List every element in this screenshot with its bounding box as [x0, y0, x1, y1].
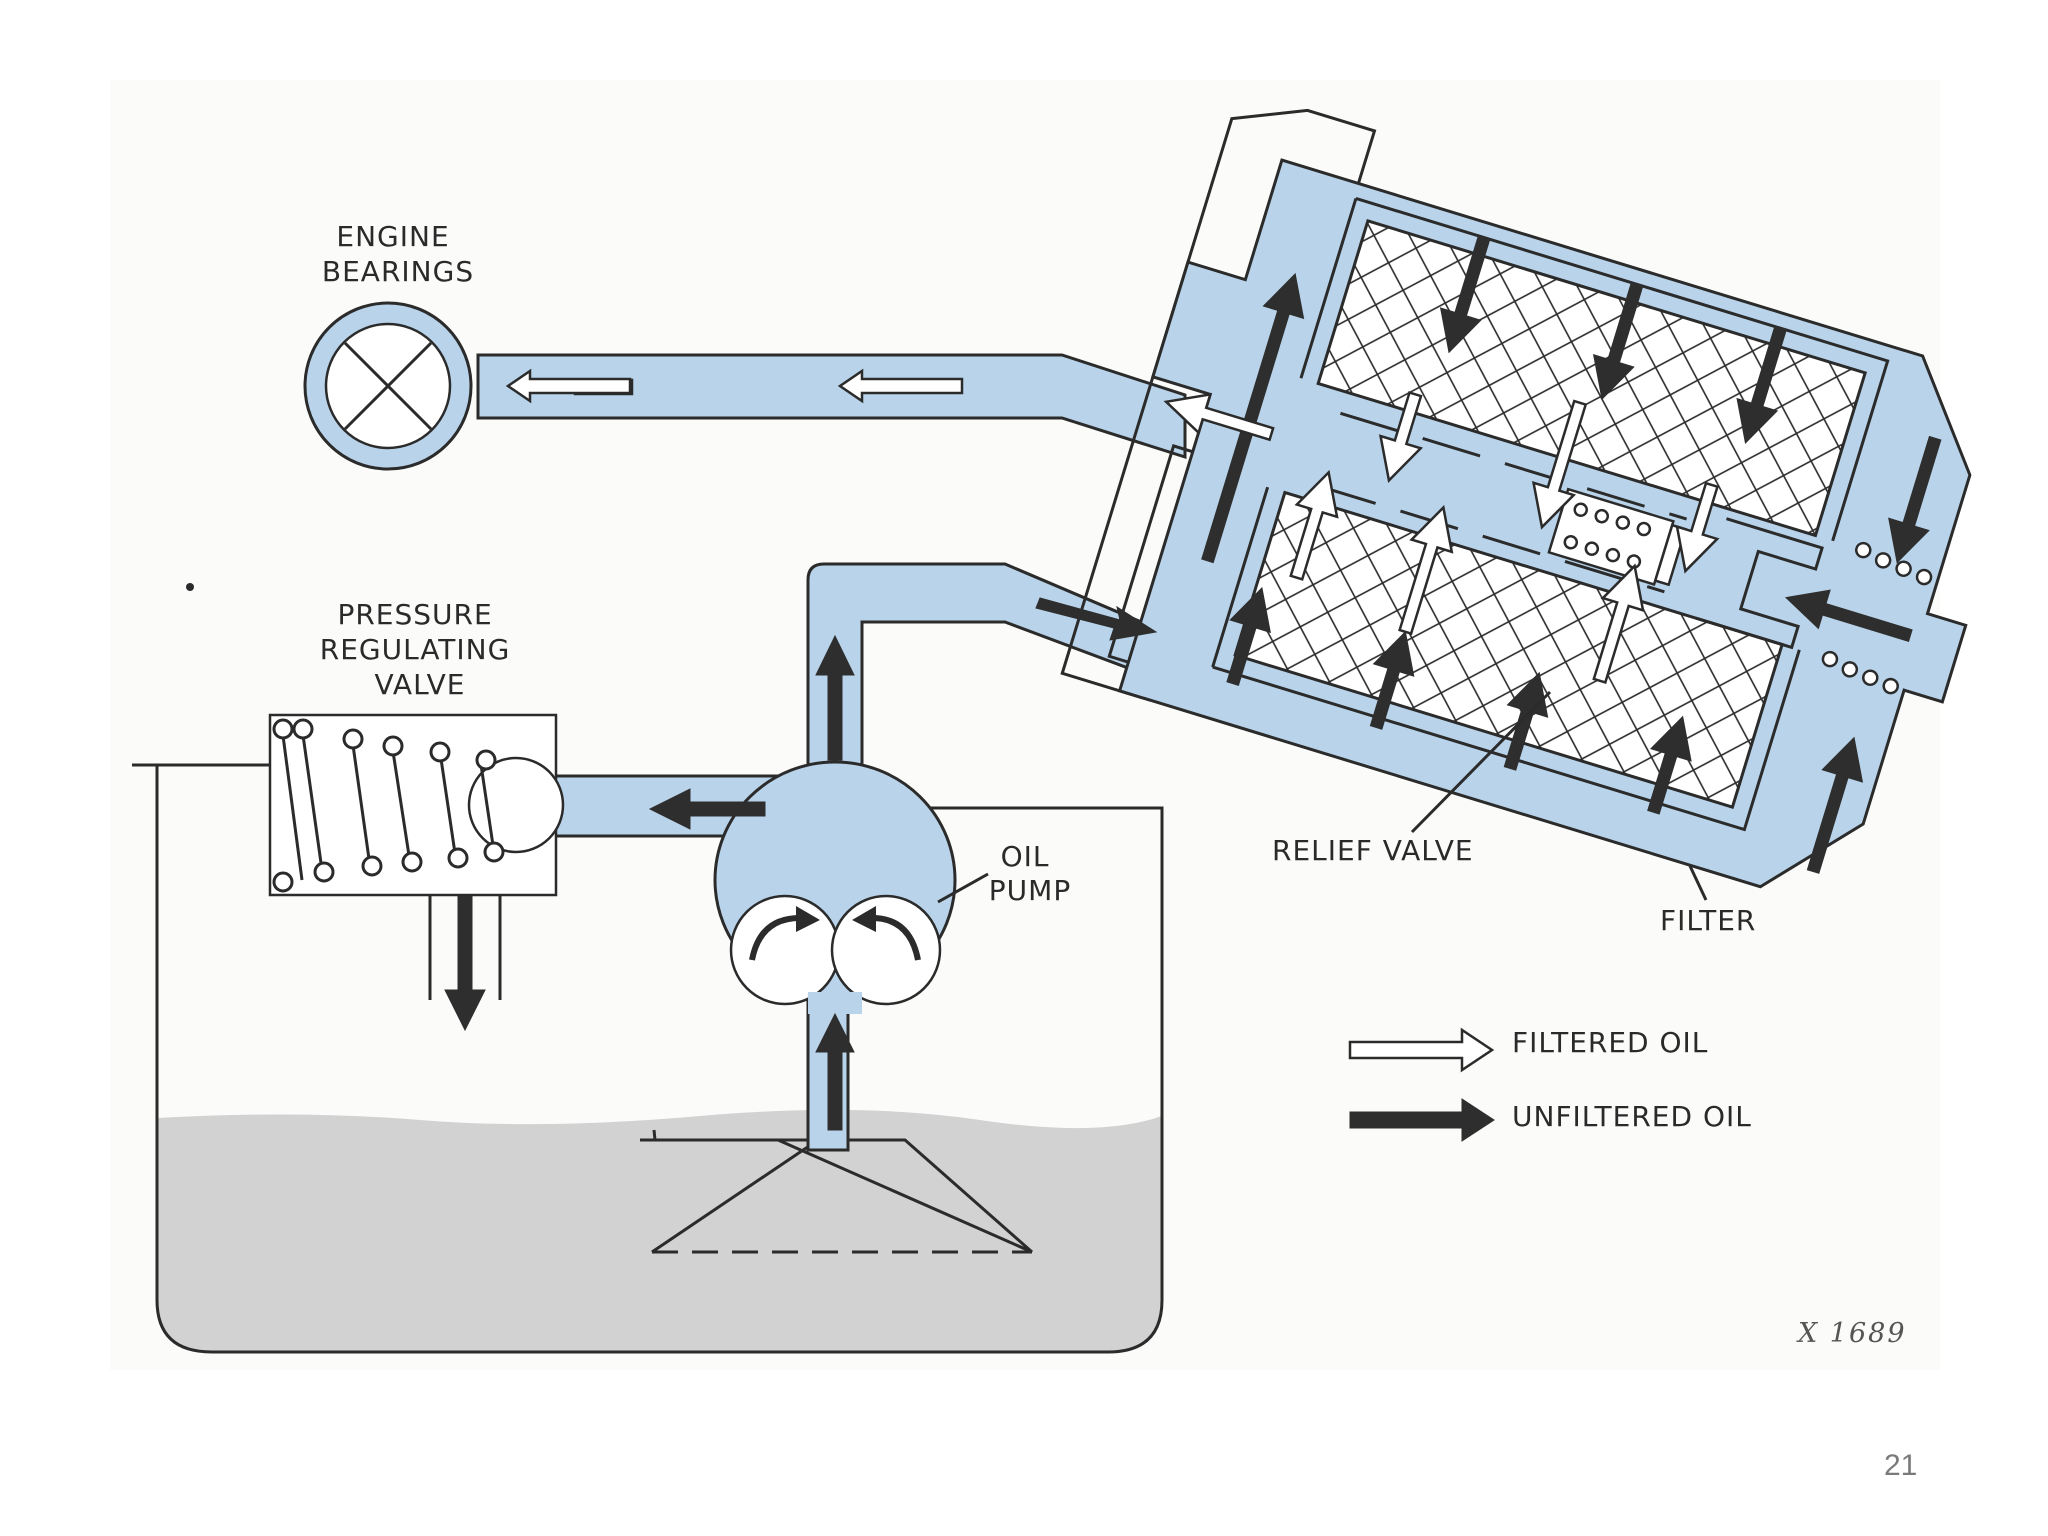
oil-pump-leader	[937, 872, 989, 904]
page-number: 21	[1884, 1449, 1917, 1482]
legend-filtered-label: FILTERED OIL	[1512, 1026, 1708, 1059]
legend-unfiltered-label: UNFILTERED OIL	[1512, 1100, 1752, 1133]
oil-pickup-screen	[640, 1129, 1033, 1254]
main-circuit-arrows	[444, 368, 1158, 1131]
sump-oil-level	[157, 1109, 1162, 1352]
legend-filtered-arrow	[1348, 1027, 1495, 1073]
figure-code: X 1689	[1796, 1318, 1907, 1349]
pressure-regulating-valve	[268, 713, 565, 1000]
filtered-flow-arrows	[1163, 391, 1720, 685]
scan-speck	[186, 583, 194, 591]
oil-pump-label: OIL PUMP	[989, 840, 1071, 907]
sump-wall	[132, 763, 1164, 1354]
engine-bearings	[303, 301, 473, 471]
relief-valve-leader	[1410, 690, 1552, 834]
gear-rotation-right-icon	[871, 915, 921, 961]
bearing-feed-pipe	[476, 353, 1187, 460]
relief-valve-label: RELIEF VALVE	[1272, 834, 1474, 867]
oil-pump	[713, 760, 957, 1014]
engine-bearings-label: ENGINE BEARINGS	[322, 220, 474, 288]
filter-leader	[1688, 865, 1708, 901]
oil-sump	[132, 763, 1164, 1354]
filter-inlet-ports	[1821, 541, 1933, 695]
unfiltered-flow-arrows	[1201, 235, 1942, 874]
legend: FILTERED OIL UNFILTERED OIL	[1348, 1026, 1752, 1142]
pressure-regulating-valve-label: PRESSURE REGULATING VALVE	[320, 598, 520, 701]
filter-label: FILTER	[1660, 904, 1756, 937]
relief-valve	[1547, 487, 1824, 650]
legend-unfiltered-arrow	[1349, 1098, 1495, 1142]
filter-element-lower	[1233, 490, 1784, 809]
filter-assembly	[1060, 108, 1972, 889]
gear-rotation-left-icon	[749, 915, 801, 961]
